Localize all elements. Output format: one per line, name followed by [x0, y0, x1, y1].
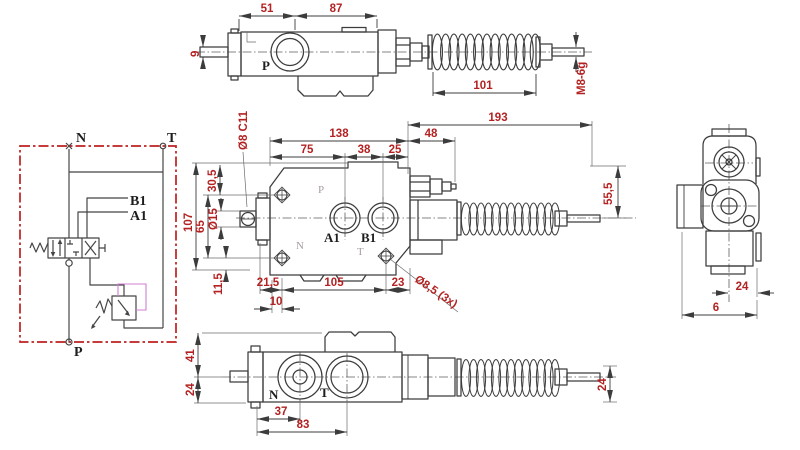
schematic-port-t-label: T [167, 131, 177, 146]
dim-75: 75 [301, 144, 314, 156]
dim-25: 25 [389, 144, 402, 156]
dim-48: 48 [425, 128, 438, 140]
bottom-port-n-label: N [269, 387, 279, 402]
dim-24-side: 24 [736, 281, 749, 293]
dim-11-5: 11,5 [213, 273, 225, 295]
pilot-line [117, 283, 147, 311]
port-t-node [159, 142, 167, 150]
schematic-port-n-label: N [76, 131, 86, 146]
dim-24-bottom-left: 24 [185, 383, 197, 396]
spool-valve-symbol [29, 237, 106, 259]
dim-87: 87 [330, 3, 343, 15]
dim-24-bottom-right: 24 [597, 378, 609, 391]
front-port-b1-label: B1 [361, 230, 376, 245]
bottom-view-dimensions: 41 24 37 83 24 [185, 332, 617, 436]
dim-55-5: 55,5 [603, 182, 615, 205]
dim-o15: Ø15 [208, 208, 220, 230]
schematic-port-b1-label: B1 [130, 194, 146, 209]
dim-9: 9 [190, 51, 202, 57]
dim-107: 107 [183, 213, 195, 232]
schematic-port-p-label: P [74, 345, 83, 360]
front-port-a1-label: A1 [324, 230, 340, 245]
dim-21-5: 21,5 [257, 277, 280, 289]
port-n-circle [277, 354, 323, 400]
schematic-port-a1-label: A1 [130, 209, 147, 224]
side-view-body [676, 128, 762, 275]
dim-101: 101 [473, 80, 493, 92]
dim-10: 10 [270, 296, 283, 308]
port-a1-circle [329, 202, 361, 234]
hydraulic-schematic: N T P B1 A1 [19, 131, 177, 360]
dim-38: 38 [358, 144, 371, 156]
spool-spring [29, 242, 49, 253]
top-view-body [199, 26, 585, 97]
front-body-n-label: N [296, 240, 304, 252]
front-view-dimensions: 193 138 48 75 38 25 Ø8 C11 107 65 30,5 [183, 110, 626, 313]
dim-37: 37 [275, 406, 288, 418]
top-view-dimensions: 51 87 9 101 M8-6g [190, 3, 588, 96]
relief-spring [95, 298, 113, 314]
relief-valve-symbol [91, 283, 147, 329]
pin-bore-label: Ø8 C11 [238, 110, 250, 150]
dim-51: 51 [261, 3, 274, 15]
dim-83: 83 [297, 419, 310, 431]
schematic-lines [65, 149, 164, 342]
front-view-body [239, 161, 601, 282]
top-view: P 51 87 9 101 M8-6g [190, 3, 592, 97]
top-view-port-p-label: P [262, 58, 270, 73]
side-view-dimensions: 24 6 [681, 232, 774, 319]
dim-138: 138 [329, 128, 349, 140]
side-view: 24 6 [676, 124, 774, 319]
dim-23: 23 [392, 277, 405, 289]
port-b1-circle [367, 202, 399, 234]
bottom-port-t-label: T [320, 385, 329, 400]
dim-30-5: 30,5 [207, 169, 219, 192]
front-view: P N T A1 B1 193 138 48 75 38 25 Ø8 C11 [183, 110, 636, 313]
port-t-circle [325, 355, 369, 399]
dim-193: 193 [488, 112, 507, 124]
dim-m8-6g: M8-6g [576, 62, 588, 95]
front-body-p-label: P [318, 184, 324, 196]
dim-105: 105 [324, 277, 344, 289]
dim-6: 6 [713, 302, 719, 314]
schematic-boundary [19, 145, 177, 343]
bottom-view: N T 41 24 37 83 24 [185, 331, 617, 436]
dim-65: 65 [195, 220, 207, 233]
bottom-view-body [229, 331, 601, 409]
p-port-boss [270, 32, 310, 72]
dim-41: 41 [185, 349, 197, 362]
front-body-t-label: T [357, 246, 364, 258]
port-n-node [65, 142, 73, 150]
